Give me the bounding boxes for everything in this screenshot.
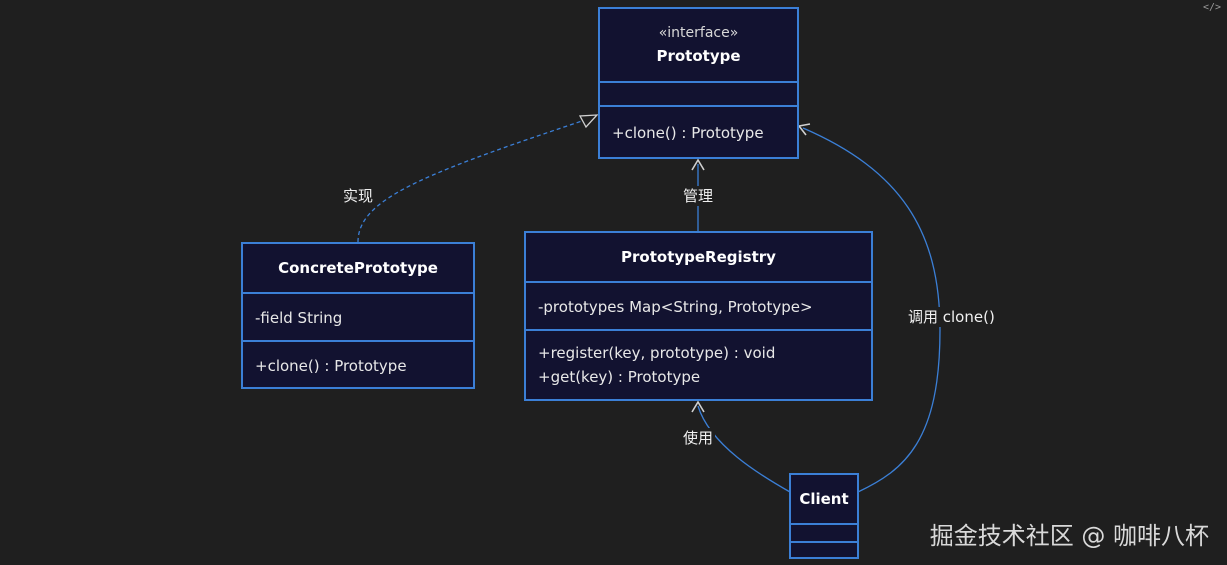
manages-arrowhead-icon bbox=[691, 158, 705, 171]
edge-calls-clone bbox=[802, 127, 941, 493]
class-prototype-registry-header: PrototypeRegistry bbox=[526, 233, 871, 281]
realization-arrowhead-icon bbox=[578, 114, 599, 129]
class-prototype-methods: +clone() : Prototype bbox=[600, 105, 797, 145]
class-client-attributes bbox=[791, 523, 857, 541]
class-prototype-registry-method: +register(key, prototype) : void bbox=[538, 344, 776, 362]
class-prototype-header: «interface» Prototype bbox=[600, 9, 797, 81]
code-icon[interactable]: </> bbox=[1202, 2, 1221, 13]
edge-label-calls-clone: 调用 clone() bbox=[906, 307, 997, 327]
edge-label-implements: 实现 bbox=[341, 186, 376, 206]
class-prototype-stereotype: «interface» bbox=[658, 25, 739, 41]
edge-uses bbox=[697, 405, 791, 493]
class-prototype-method: +clone() : Prototype bbox=[612, 124, 764, 142]
class-concrete-prototype-header: ConcretePrototype bbox=[243, 244, 473, 292]
class-prototype-name: Prototype bbox=[656, 47, 741, 65]
edge-label-manages: 管理 bbox=[681, 186, 716, 206]
edge-implements bbox=[357, 119, 586, 243]
class-concrete-prototype-methods: +clone() : Prototype bbox=[243, 340, 473, 378]
class-client-header: Client bbox=[791, 475, 857, 523]
class-prototype-registry-method: +get(key) : Prototype bbox=[538, 368, 701, 386]
calls-clone-arrowhead-icon bbox=[797, 123, 811, 136]
class-prototype-registry-attributes: -prototypes Map<String, Prototype> bbox=[526, 281, 871, 329]
class-prototype-registry-attribute: -prototypes Map<String, Prototype> bbox=[538, 298, 813, 316]
class-prototype[interactable]: «interface» Prototype +clone() : Prototy… bbox=[598, 7, 799, 159]
watermark: 掘金技术社区 @ 咖啡八杯 bbox=[929, 522, 1209, 550]
uses-arrowhead-icon bbox=[691, 400, 705, 413]
class-concrete-prototype[interactable]: ConcretePrototype -field String +clone()… bbox=[241, 242, 475, 389]
class-prototype-registry[interactable]: PrototypeRegistry -prototypes Map<String… bbox=[524, 231, 873, 401]
class-prototype-attributes bbox=[600, 81, 797, 105]
class-client-methods bbox=[791, 541, 857, 559]
class-concrete-prototype-method: +clone() : Prototype bbox=[255, 357, 407, 375]
class-concrete-prototype-attributes: -field String bbox=[243, 292, 473, 340]
edge-label-uses: 使用 bbox=[681, 428, 716, 448]
class-concrete-prototype-attribute: -field String bbox=[255, 309, 343, 327]
class-client-name: Client bbox=[799, 490, 849, 508]
class-client[interactable]: Client bbox=[789, 473, 859, 559]
class-prototype-registry-name: PrototypeRegistry bbox=[621, 248, 776, 266]
class-concrete-prototype-name: ConcretePrototype bbox=[278, 259, 438, 277]
class-prototype-registry-methods: +register(key, prototype) : void +get(ke… bbox=[526, 329, 871, 389]
